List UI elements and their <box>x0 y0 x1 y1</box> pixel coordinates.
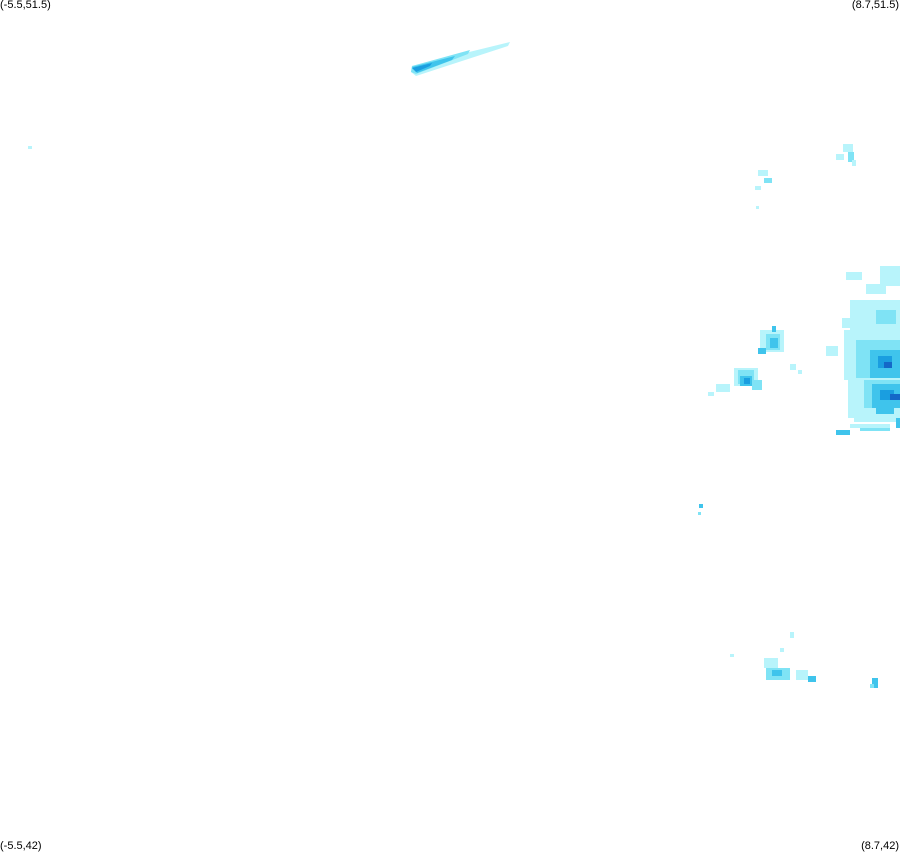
radar-echo-mid-east <box>708 326 802 396</box>
radar-echo-northeast <box>755 144 856 209</box>
corner-label-bottom-right: (8.7,42) <box>861 840 899 852</box>
radar-echo-isolated <box>698 504 703 515</box>
radar-echo-streak <box>411 42 510 76</box>
radar-echo-southeast <box>730 632 878 688</box>
corner-label-bottom-left: (-5.5,42) <box>0 840 42 852</box>
radar-echo-small-west <box>28 146 32 149</box>
radar-echo-east-cluster <box>826 266 900 435</box>
corner-label-top-left: (-5.5,51.5) <box>0 0 51 11</box>
corner-label-top-right: (8.7,51.5) <box>851 0 899 11</box>
